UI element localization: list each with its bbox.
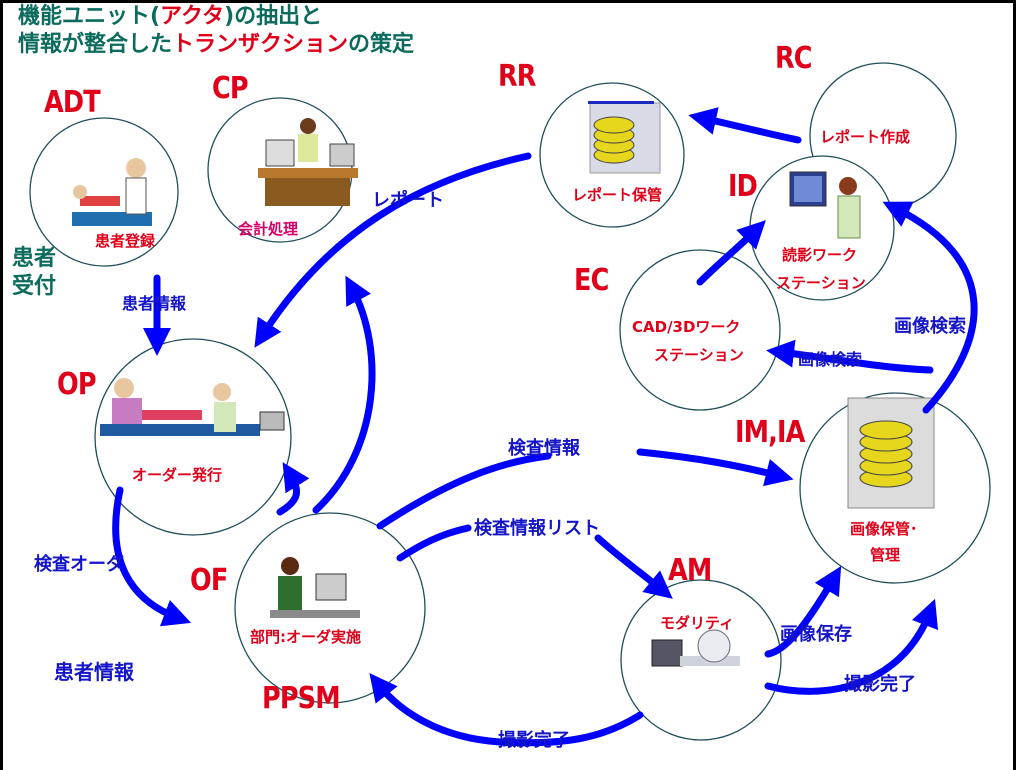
title-line2: 情報が整合したトランザクションの策定: [18, 34, 414, 56]
arrow-exam-info-list: [396, 524, 662, 590]
rr-illustration: [588, 101, 661, 174]
arrow-rc-to-rr: [688, 107, 802, 144]
flow-label-exam-info-list: 検査情報リスト: [474, 518, 600, 539]
caption-cp: 会計処理: [238, 220, 299, 238]
title-line1-highlight: アクタ: [160, 4, 225, 29]
frame-right-border: [1013, 0, 1016, 770]
flow-label-image-search-mid: 画像検索: [798, 350, 863, 369]
flow-label-capture-done-right: 撮影完了: [844, 674, 916, 695]
arrow-image-search-right: [882, 201, 978, 414]
actor-label-adt: ADT: [44, 85, 101, 120]
actor-label-rr: RR: [498, 59, 536, 94]
flow-label-report: レポート: [372, 190, 444, 211]
arrow-image-search-mid: [766, 339, 934, 374]
circle-adt: [29, 117, 179, 267]
arrow-image-store: [764, 565, 842, 658]
id-illustration: [789, 171, 861, 239]
arrow-of-to-cp: [312, 275, 376, 514]
caption-am: モダリティ: [660, 614, 735, 632]
frame-left-border: [0, 0, 3, 770]
caption-id-line1: 読影ワーク: [782, 246, 858, 264]
actor-label-imia: IM,IA: [735, 415, 805, 450]
actor-label-id: ID: [728, 169, 758, 204]
circle-ec: [619, 249, 781, 411]
flow-label-patient-info-top: 患者情報: [122, 294, 187, 313]
of-illustration: [270, 557, 360, 618]
am-illustration: [651, 629, 740, 667]
caption-rc: レポート作成: [820, 128, 911, 146]
title-line2-end: の策定: [348, 32, 415, 57]
arrow-exam-order: [112, 486, 192, 627]
caption-rr: レポート保管: [572, 186, 663, 204]
title-line1-start: 機能ユニット(: [18, 4, 161, 29]
flow-arrows: [112, 107, 978, 747]
actor-label-rc: RC: [775, 41, 813, 76]
caption-adt: 患者登録: [95, 232, 156, 250]
actor-label-of: OF: [190, 563, 228, 598]
actor-label-am: AM: [668, 553, 712, 588]
cp-illustration: [258, 118, 358, 206]
title-line2-start: 情報が整合した: [18, 32, 173, 57]
caption-imia-line2: 管理: [870, 546, 901, 564]
side-label-reception-line2: 受付: [12, 274, 57, 299]
arrow-exam-info: [376, 448, 780, 530]
arrow-capture-done-bottom: [369, 672, 644, 747]
actor-label-op: OP: [57, 367, 97, 402]
caption-ec-line1: CAD/3Dワーク: [632, 318, 741, 336]
title-line1: 機能ユニット(アクタ)の抽出と: [18, 6, 322, 28]
arrow-of-to-op: [276, 462, 310, 516]
frame-top-border: [0, 0, 1016, 3]
adt-illustration: [72, 158, 152, 226]
caption-ec-line2: ステーション: [654, 346, 744, 364]
actor-label-cp: CP: [212, 71, 249, 106]
imia-illustration: [847, 397, 935, 509]
arrow-ec-to-id: [696, 220, 766, 286]
actor-label-ec: EC: [574, 263, 609, 298]
flow-label-image-store: 画像保存: [780, 624, 852, 645]
caption-imia-line1: 画像保管･: [850, 520, 918, 538]
caption-of: 部門:オーダ実施: [250, 628, 361, 646]
side-label-reception-line1: 患者: [12, 246, 57, 271]
title-line2-highlight: トランザクション: [172, 32, 349, 57]
side-label-patient-info-bottom: 患者情報: [54, 660, 134, 684]
flow-label-exam-info: 検査情報: [508, 438, 580, 459]
title-line1-end: )の抽出と: [224, 4, 323, 29]
op-illustration: [100, 378, 285, 436]
circle-of: [234, 512, 426, 704]
arrow-report: [254, 152, 532, 348]
caption-id-line2: ステーション: [776, 274, 866, 292]
actor-label-ppsm: PPSM: [262, 681, 341, 716]
circle-op: [94, 338, 292, 536]
actor-circles: [29, 62, 991, 741]
arrow-capture-done-right: [764, 598, 939, 695]
flow-label-image-search-right: 画像検索: [894, 316, 966, 337]
caption-op: オーダー発行: [132, 466, 223, 484]
flow-label-exam-order: 検査オーダ: [34, 554, 124, 575]
flow-label-capture-done-bottom: 撮影完了: [498, 730, 570, 751]
